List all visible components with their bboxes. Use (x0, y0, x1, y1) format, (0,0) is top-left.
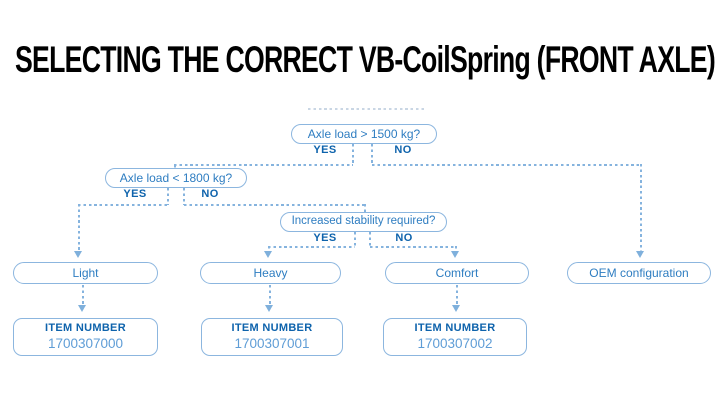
arrow-down-icon (636, 251, 644, 258)
connector-line (352, 144, 354, 165)
outcome-comfort-label: Comfort (435, 266, 479, 280)
item-number-box-comfort: ITEM NUMBER 1700307002 (383, 318, 527, 356)
outcome-oem-configuration-label: OEM configuration (589, 266, 689, 280)
outcome-light: Light (13, 262, 158, 284)
arrow-down-icon (452, 305, 460, 312)
connector-line (183, 188, 185, 205)
arrow-down-icon (74, 251, 82, 258)
connector-line (78, 204, 80, 252)
decision-axle-load-1800: Axle load < 1800 kg? (105, 168, 247, 188)
decision-axle-load-1500-yes-label: YES (313, 144, 337, 156)
item-number-box-light: ITEM NUMBER 1700307000 (13, 318, 158, 356)
connector-line (371, 144, 373, 165)
item-number-box-heavy: ITEM NUMBER 1700307001 (201, 318, 343, 356)
outcome-heavy-label: Heavy (253, 266, 288, 280)
arrow-down-icon (78, 305, 86, 312)
cropped-top-dash-line (308, 108, 425, 110)
outcome-heavy: Heavy (200, 262, 341, 284)
outcome-oem-configuration: OEM configuration (567, 262, 711, 284)
item-number-heading: ITEM NUMBER (231, 322, 313, 335)
decision-stability-no-label: NO (395, 232, 413, 244)
decision-axle-load-1800-label: Axle load < 1800 kg? (119, 171, 233, 185)
decision-axle-load-1500: Axle load > 1500 kg? (291, 124, 437, 144)
connector-line (167, 188, 169, 205)
outcome-light-label: Light (72, 266, 99, 280)
item-number-value: 1700307000 (47, 336, 124, 352)
connector-line (354, 232, 356, 247)
item-number-heading: ITEM NUMBER (45, 322, 126, 335)
decision-stability: Increased stability required? (280, 212, 447, 232)
connector-line (369, 232, 371, 247)
decision-axle-load-1800-yes-label: YES (123, 188, 147, 200)
connector-line (184, 204, 365, 206)
connector-line (268, 246, 355, 248)
connector-line (174, 164, 353, 166)
item-number-value: 1700307002 (417, 336, 493, 352)
decision-stability-label: Increased stability required? (291, 215, 436, 228)
decision-stability-yes-label: YES (313, 232, 337, 244)
connector-line (269, 285, 271, 305)
item-number-heading: ITEM NUMBER (414, 322, 496, 335)
connector-line (174, 165, 176, 169)
connector-line (640, 164, 642, 252)
arrow-down-icon (265, 305, 273, 312)
outcome-comfort: Comfort (385, 262, 529, 284)
connector-line (455, 246, 457, 252)
page-title: SELECTING THE CORRECT VB-CoilSpring (FRO… (15, 39, 716, 80)
connector-line (364, 204, 366, 213)
connector-line (78, 204, 168, 206)
connector-line (370, 246, 456, 248)
decision-axle-load-1800-no-label: NO (201, 188, 219, 200)
item-number-value: 1700307001 (234, 336, 310, 352)
connector-line (82, 285, 84, 305)
connector-line (372, 164, 641, 166)
connector-line (268, 246, 270, 252)
arrow-down-icon (451, 251, 459, 258)
connector-line (456, 285, 458, 305)
arrow-down-icon (264, 251, 272, 258)
decision-axle-load-1500-no-label: NO (394, 144, 412, 156)
decision-axle-load-1500-label: Axle load > 1500 kg? (307, 127, 421, 141)
